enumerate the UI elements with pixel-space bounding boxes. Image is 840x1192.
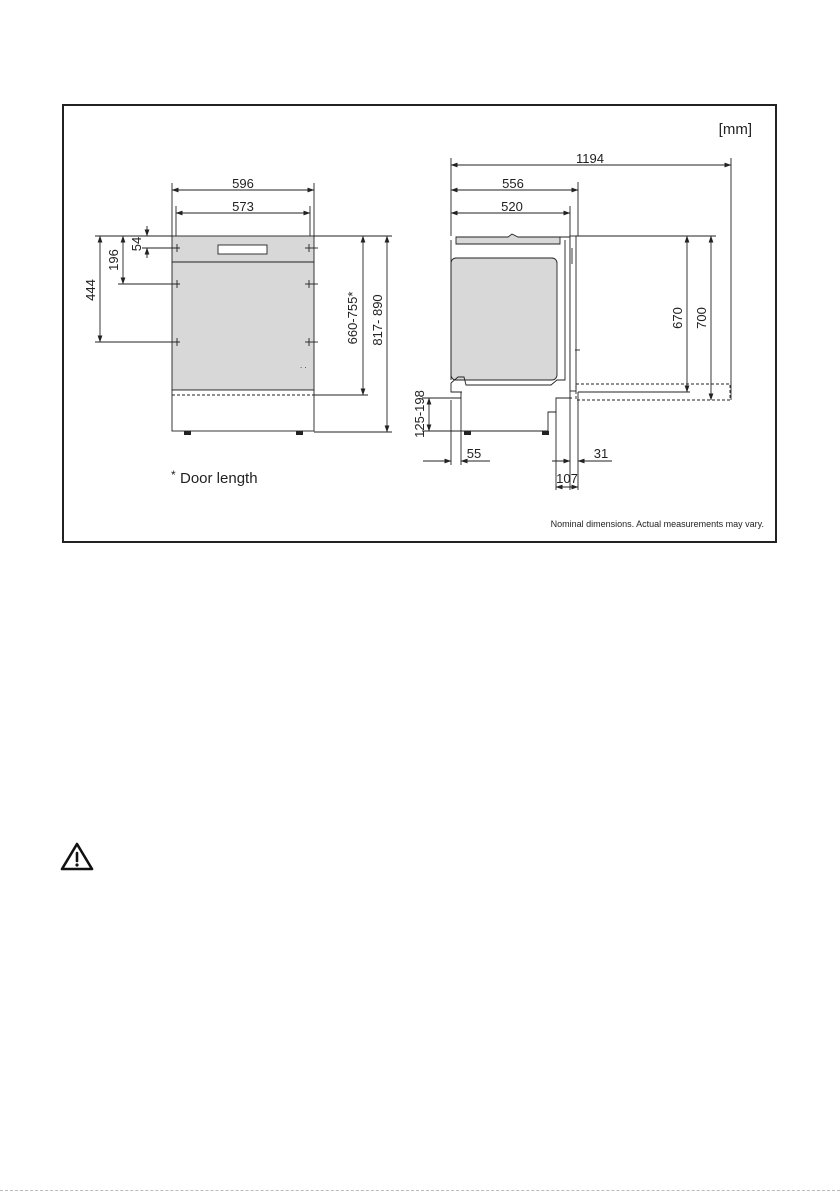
dim-width-outer: 596 <box>232 176 254 191</box>
dim-width-inner: 573 <box>232 199 254 214</box>
side-view: 1194 556 520 670 700 125-198 55 <box>412 151 731 490</box>
front-view: . . 596 573 54 196 444 660-755* <box>83 176 392 487</box>
dim-door-height: 660-755* <box>345 292 360 345</box>
dim-side-total-height: 700 <box>694 307 709 329</box>
door-note: Door length <box>180 470 258 487</box>
dim-door-gap: 31 <box>594 446 608 461</box>
side-door <box>570 236 576 391</box>
warning-triangle-icon <box>60 842 94 872</box>
door-note-mark: * <box>171 468 176 482</box>
dim-plinth-height: 125-198 <box>412 390 427 438</box>
dim-depth-inner: 520 <box>501 199 523 214</box>
dim-total-depth-open: 1194 <box>576 151 604 166</box>
dim-side-door-height: 670 <box>670 307 685 329</box>
dim-upper-offset: 196 <box>106 249 121 271</box>
page-bottom-rule <box>0 1190 840 1191</box>
dim-door-clearance: 107 <box>556 471 578 486</box>
disclaimer-note: Nominal dimensions. Actual measurements … <box>551 519 764 529</box>
dim-plinth-offset: 55 <box>467 446 481 461</box>
unit-label: [mm] <box>719 121 752 138</box>
dim-top-offset: 54 <box>129 237 144 251</box>
dim-total-height: 817- 890 <box>370 294 385 345</box>
front-panel <box>172 236 314 390</box>
dim-mid-offset: 444 <box>83 279 98 301</box>
control-display <box>218 245 267 254</box>
svg-text:. .: . . <box>300 361 307 370</box>
side-tub <box>451 258 557 380</box>
kick-strip <box>172 390 314 431</box>
dim-depth-outer: 556 <box>502 176 524 191</box>
